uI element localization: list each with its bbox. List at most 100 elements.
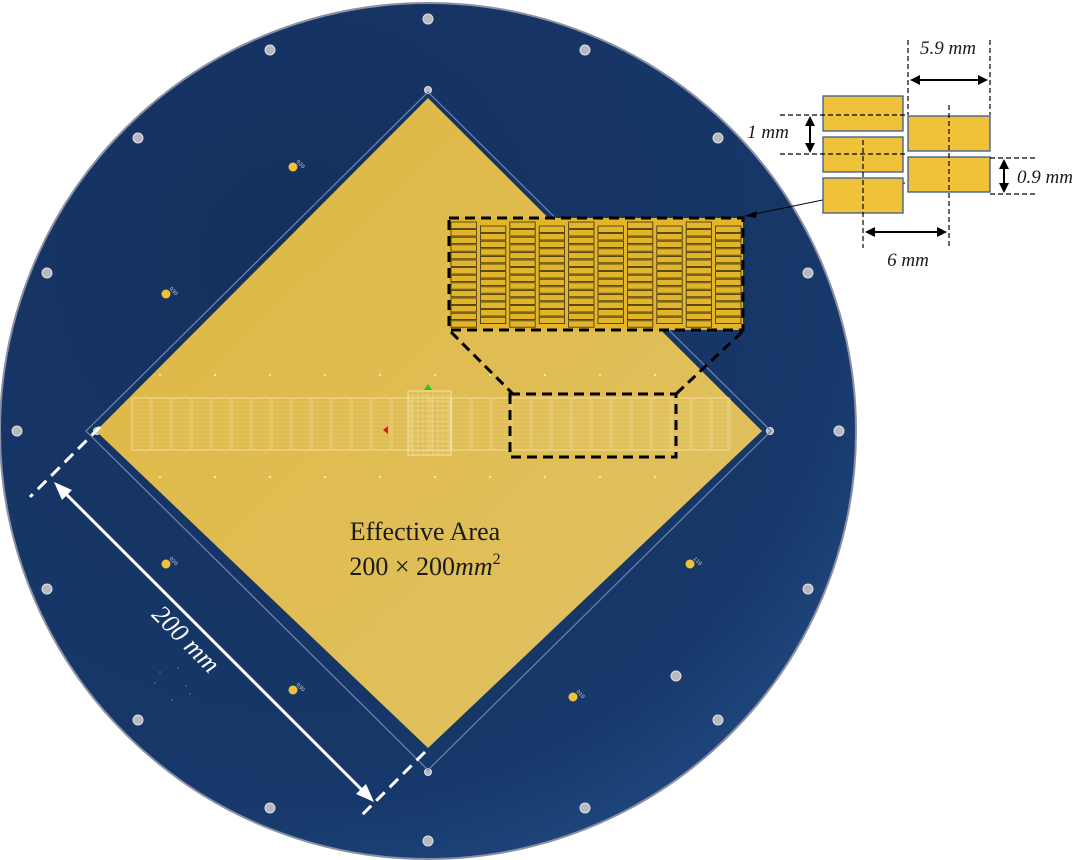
via-dot <box>268 373 272 377</box>
strip-column <box>351 397 371 451</box>
mount-hole <box>422 13 434 25</box>
zoom-connector <box>449 330 515 396</box>
mount-hole <box>41 267 53 279</box>
via-dot <box>433 475 437 479</box>
inset-pad <box>450 297 477 305</box>
strip-column <box>211 397 231 451</box>
via-dot <box>488 475 492 479</box>
inset-pad <box>568 305 595 313</box>
pad-id: 030 <box>168 286 179 297</box>
mount-hole <box>802 267 814 279</box>
vias <box>154 667 191 701</box>
inset-pad <box>509 312 536 321</box>
inset-pad <box>627 320 654 328</box>
formula-main: 200 × 200 <box>349 552 455 581</box>
inset-pad <box>568 297 595 305</box>
inset-pad <box>656 301 683 309</box>
inset-pad <box>715 271 742 279</box>
detail-arrow-head <box>745 211 757 218</box>
inset-pad <box>597 309 624 317</box>
inset-pad <box>538 233 566 241</box>
inset-pad <box>715 255 742 264</box>
strip-column <box>411 397 431 451</box>
effective-area-formula: 200 × 200mm2 <box>349 551 500 581</box>
mount-hole <box>424 768 432 776</box>
pad-height-label: 0.9 mm <box>1017 167 1073 188</box>
strip-column <box>551 397 571 451</box>
mount-hole <box>802 583 814 595</box>
inset-pad <box>597 301 624 309</box>
inset-pad <box>685 289 713 298</box>
inset-pad <box>685 251 713 260</box>
inset-pad <box>685 312 713 321</box>
mount-hole <box>132 714 144 726</box>
inset-pad <box>479 301 507 309</box>
strip-column <box>691 397 711 451</box>
via-dot <box>213 475 217 479</box>
inset-pad <box>538 301 566 309</box>
readout-strip-region <box>131 373 731 479</box>
inset-pad <box>568 274 595 283</box>
gold-pad <box>288 685 298 695</box>
inset-pad <box>538 225 566 233</box>
inset-pad <box>538 278 566 287</box>
inset-pad <box>656 248 683 256</box>
inset-pad <box>656 240 683 248</box>
inset-pad <box>509 289 536 298</box>
inset-pad <box>568 244 595 252</box>
strip-column <box>671 397 691 451</box>
inset-pad <box>450 259 477 267</box>
inset-pad <box>685 259 713 267</box>
inset-pad <box>715 286 742 294</box>
via-dot <box>598 475 602 479</box>
detail-pad <box>822 95 904 132</box>
inset-pad <box>715 309 742 317</box>
strip-column <box>371 397 391 451</box>
mount-hole <box>41 583 53 595</box>
inset-pad <box>656 271 683 279</box>
inset-pad <box>479 263 507 271</box>
inset-pad <box>597 316 624 325</box>
via-dot <box>488 373 492 377</box>
inset-pad <box>715 233 742 241</box>
via-dot <box>378 373 382 377</box>
inset-pad <box>715 225 742 233</box>
inset-pad <box>538 255 566 264</box>
pad-pitch-x-label: 5.9 mm <box>920 38 976 59</box>
inset-pad <box>509 251 536 260</box>
strip-column <box>651 397 671 451</box>
mount-hole <box>670 670 682 682</box>
gold-pad <box>568 692 578 702</box>
inset-pad <box>685 244 713 252</box>
inset-pad <box>509 221 536 229</box>
inset-pad <box>685 282 713 290</box>
inset-pad <box>715 293 742 302</box>
inset-pad <box>597 263 624 271</box>
inset-pad <box>509 305 536 313</box>
test-pads: 020 030 020 030 110 010 <box>161 159 703 702</box>
strip-column <box>451 397 471 451</box>
inset-pad <box>627 312 654 321</box>
inset-pad <box>479 293 507 302</box>
inset-pad <box>715 316 742 325</box>
mount-hole <box>712 714 724 726</box>
via-dot <box>323 373 327 377</box>
inset-pad <box>597 248 624 256</box>
inset-pad <box>509 267 536 275</box>
mount-hole <box>264 44 276 56</box>
inset-pad <box>597 233 624 241</box>
pad-id: 020 <box>168 556 179 567</box>
inset-pad <box>479 225 507 233</box>
inset-pad <box>509 244 536 252</box>
inset-pad <box>597 255 624 264</box>
detail-dimension-arrowheads <box>805 75 1009 237</box>
mount-holes <box>11 13 845 847</box>
inset-pad <box>627 305 654 313</box>
via-dot <box>378 475 382 479</box>
effective-area-title: Effective Area <box>350 517 501 546</box>
formula-exponent: 2 <box>493 551 501 568</box>
inset-pad <box>568 229 595 237</box>
gold-pad <box>161 289 171 299</box>
inset-pad <box>479 248 507 256</box>
